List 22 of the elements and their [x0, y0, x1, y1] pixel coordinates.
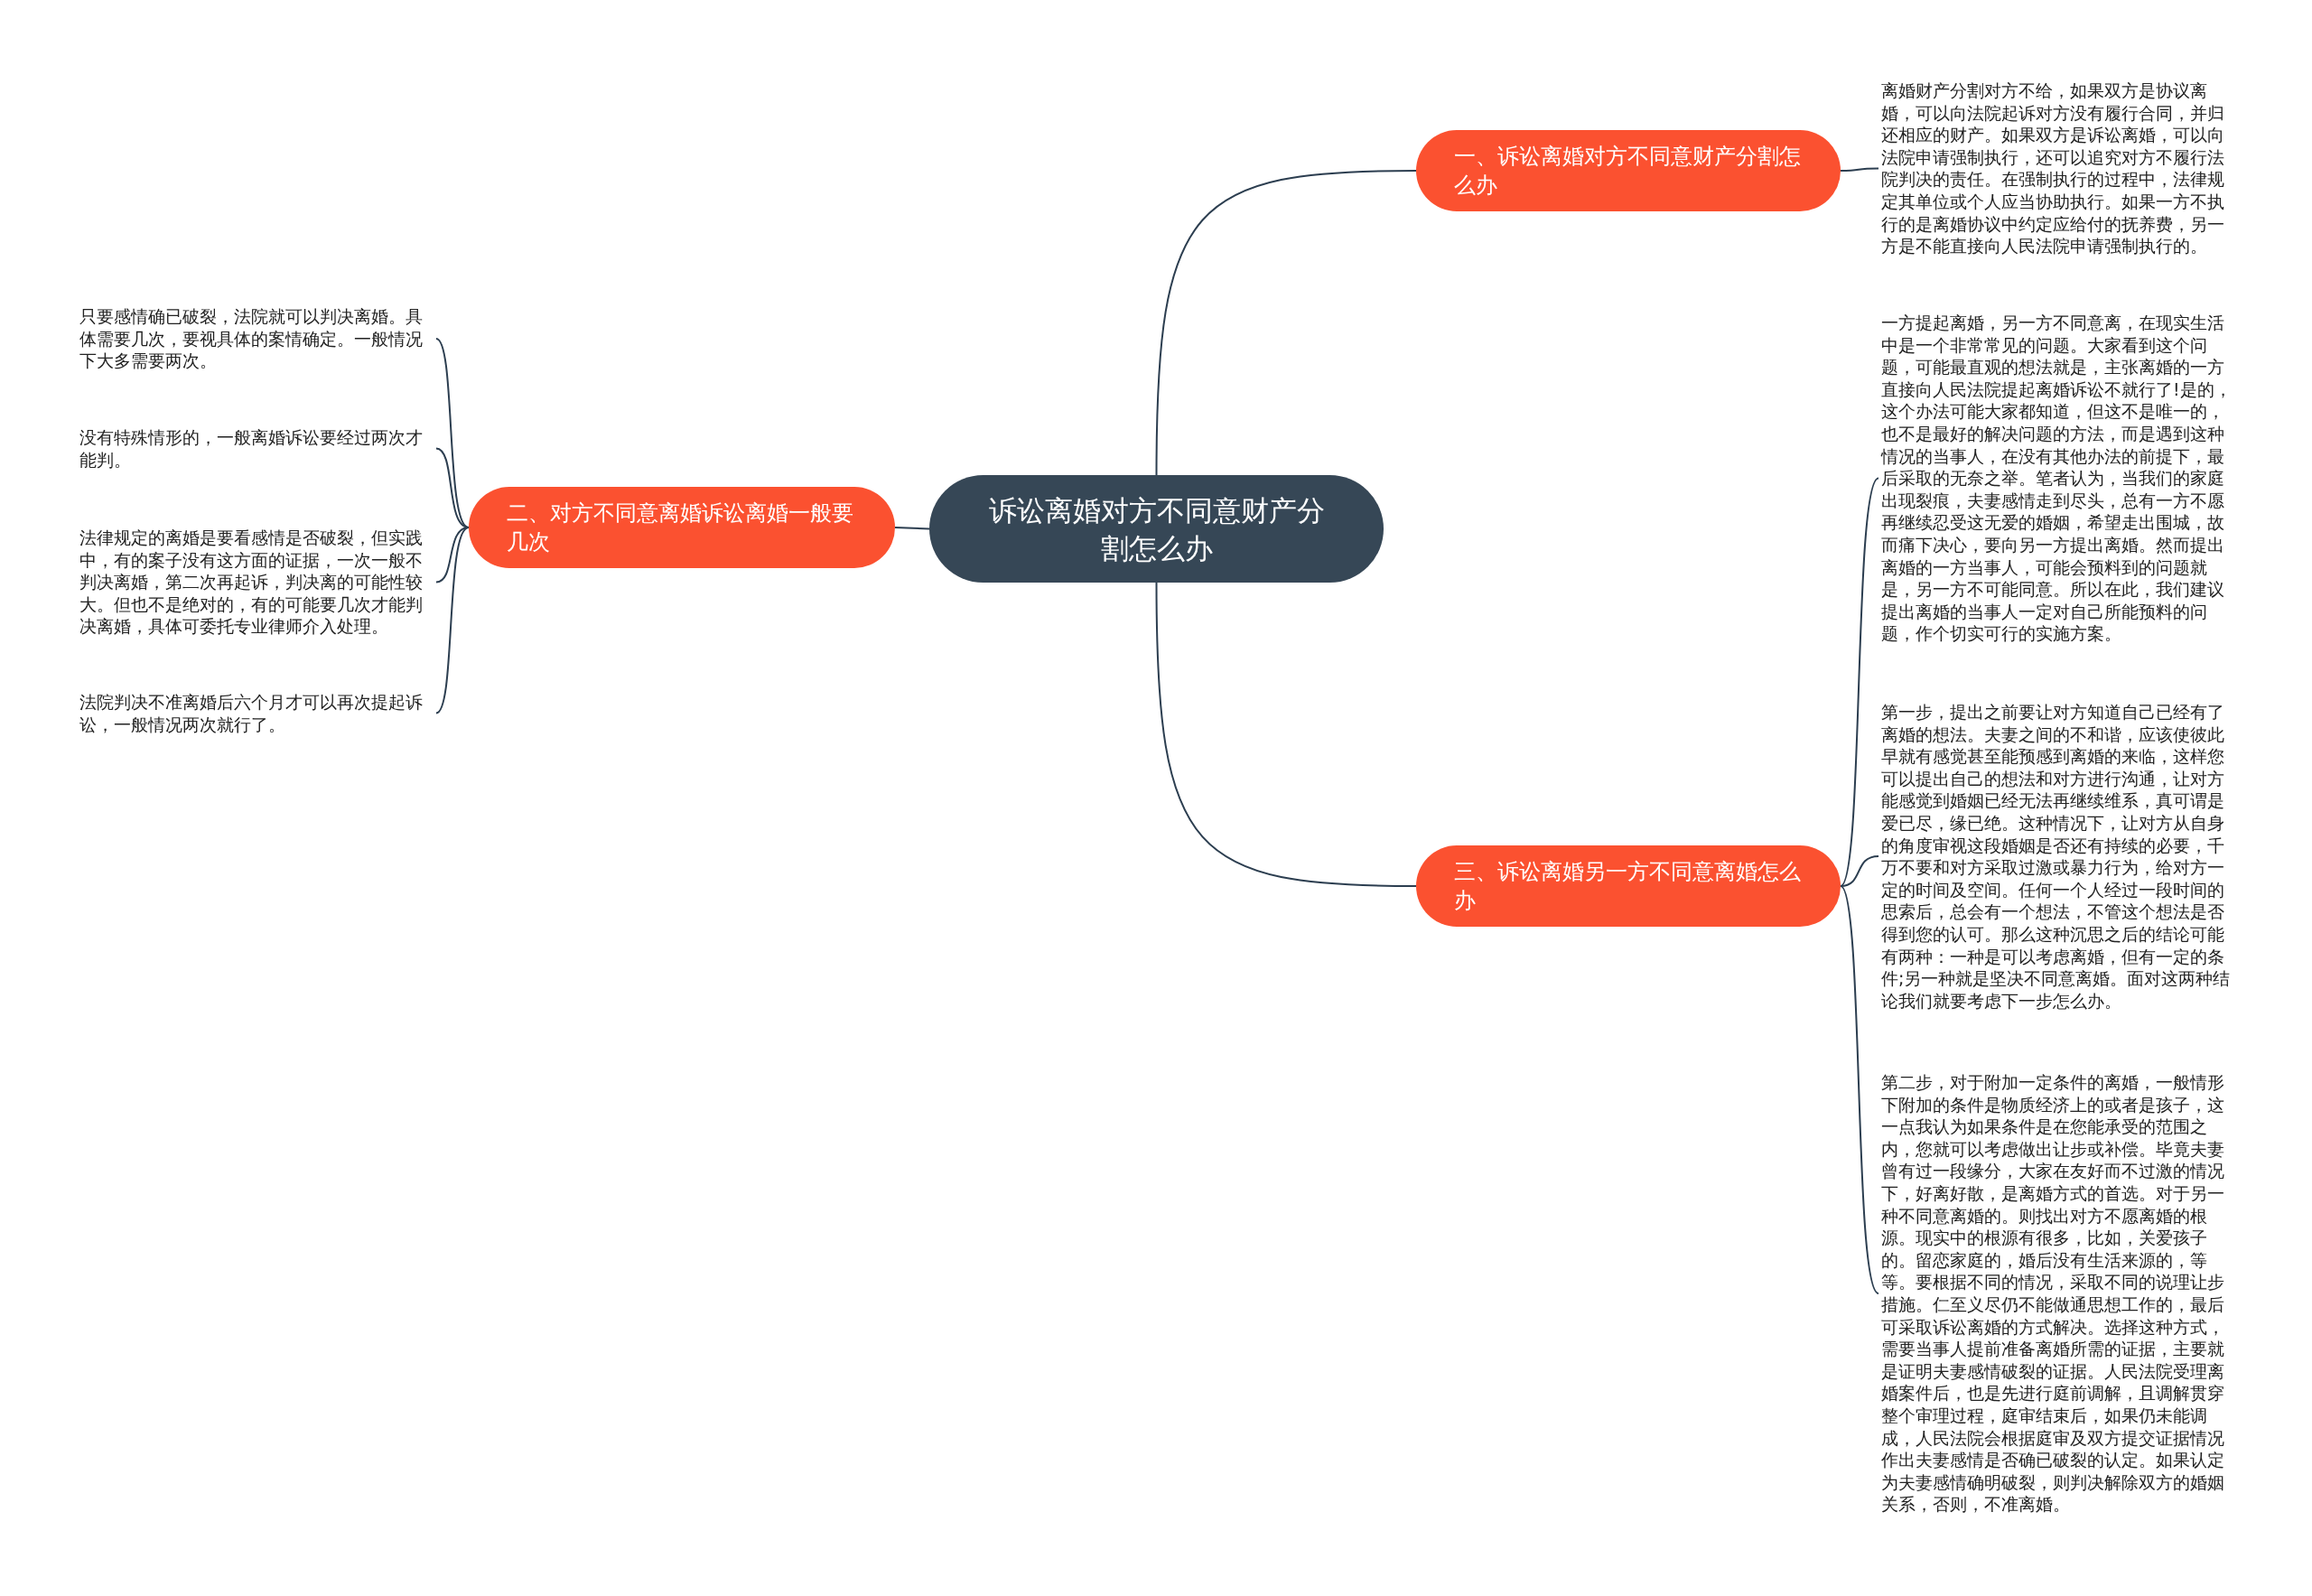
connector-line — [435, 338, 470, 528]
note-text: 只要感情确已破裂，法院就可以判决离婚。具体需要几次，要视具体的案情确定。一般情况下大多需要两次。 — [79, 305, 434, 372]
connector-line — [1840, 855, 1879, 887]
connector-line — [435, 527, 470, 583]
connector-line — [435, 527, 470, 714]
central-topic: 诉讼离婚对方不同意财产分割怎么办 — [929, 475, 1384, 583]
note-text: 法律规定的离婚是要看感情是否破裂，但实践中，有的案子没有这方面的证据，一次一般不判决离婚，第二次再起诉，判决离的可能性较大。但也不是绝对的，有的可能要几次才能判决离婚，具体可委托专业律师介入处理。 — [79, 527, 434, 638]
note-text: 第一步，提出之前要让对方知道自己已经有了离婚的想法。夫妻之间的不和谐，应该使彼此早就有感觉甚至能预感到离婚的来临，这样您可以提出自己的想法和对方进行沟通，让对方能感觉到婚姻已经无法再继续维系，真可谓是爱已尽，缘已绝。这种情况下，让对方从自身的角度审视这段婚姻是否还有持续的必要，千万不要和对方采取过激或暴力行为，给对方一定的时间及空间。任何一个人经过一段时间的思索后，总会有一个想法，不管这个想法是否得到您的认可。那么这种沉思之后的结论可能有两种：一种是可以考虑离婚，但有一定的条件;另一种就是坚决不同意离婚。面对这两种结论我们就要考虑下一步怎么办。 — [1881, 701, 2235, 1013]
note-text: 一方提起离婚，另一方不同意离，在现实生活中是一个非常常见的问题。大家看到这个问题，可能最直观的想法就是，主张离婚的一方直接向人民法院提起离婚诉讼不就行了!是的，这个办法可能大家都知道，但这不是唯一的，也不是最好的解决问题的方法，而是遇到这种情况的当事人，在没有其他办法的前提下，最后采取的无奈之举。笔者认为，当我们的家庭出现裂痕，夫妻感情走到尽头，总有一方不愿再继续忍受这无爱的婚姻，希望走出围城，故而痛下决心，要向另一方提出离婚。然而提出离婚的一方当事人，可能会预料到的问题就是，另一方不可能同意。所以在此，我们建议提出离婚的当事人一定对自己所能预料的问题，作个切实可行的实施方案。 — [1881, 312, 2235, 645]
note-text: 没有特殊情形的，一般离婚诉讼要经过两次才能判。 — [79, 426, 434, 471]
topic-box: 三、诉讼离婚另一方不同意离婚怎么办 — [1416, 845, 1841, 927]
connector-line — [1840, 167, 1879, 172]
connector-line — [1155, 170, 1417, 476]
note-text: 离婚财产分割对方不给，如果双方是协议离婚，可以向法院起诉对方没有履行合同，并归还相应的财产。如果双方是诉讼离婚，可以向法院申请强制执行，还可以追究对方不履行法院判决的责任。在强制执行的过程中，法律规定其单位或个人应当协助执行。如果一方不执行的是离婚协议中约定应给付的抚养费，另一方是不能直接向人民法院申请强制执行的。 — [1881, 79, 2235, 257]
connector-line — [894, 527, 930, 530]
note-text: 法院判决不准离婚后六个月才可以再次提起诉讼，一般情况两次就行了。 — [79, 691, 434, 736]
topic-box: 一、诉讼离婚对方不同意财产分割怎么办 — [1416, 130, 1841, 211]
topic-box: 二、对方不同意离婚诉讼离婚一般要几次 — [469, 487, 895, 568]
connector-line — [1840, 477, 1879, 887]
note-text: 第二步，对于附加一定条件的离婚，一般情形下附加的条件是物质经济上的或者是孩子，这一点我认为如果条件是在您能承受的范围之内，您就可以考虑做出让步或补偿。毕竟夫妻曾有过一段缘分，大家在友好而不过激的情况下，好离好散，是离婚方式的首选。对于另一种不同意离婚的。则找出对方不愿离婚的根源。现实中的根源有很多，比如，关爱孩子的。留恋家庭的，婚后没有生活来源的，等等。要根据不同的情况，采取不同的说理让步措施。仁至义尽仍不能做通思想工作的，最后可采取诉讼离婚的方式解决。选择这种方式，需要当事人提前准备离婚所需的证据，主要就是证明夫妻感情破裂的证据。人民法院受理离婚案件后，也是先进行庭前调解，且调解贯穿整个审理过程，庭审结束后，如果仍未能调成，人民法院会根据庭审及双方提交证据情况作出夫妻感情是否确已破裂的认定。如果认定为夫妻感情确明破裂，则判决解除双方的婚姻关系，否则，不准离婚。 — [1881, 1071, 2235, 1516]
connector-line — [1840, 885, 1879, 1294]
connector-line — [1155, 582, 1417, 887]
